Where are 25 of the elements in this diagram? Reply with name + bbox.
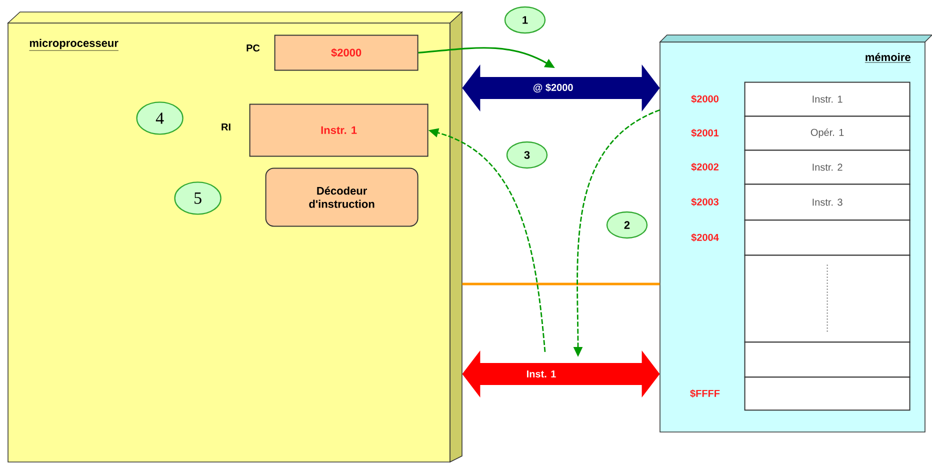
address-label: $2003 bbox=[691, 198, 719, 206]
register-label: RI bbox=[222, 124, 230, 130]
memory-cell bbox=[744, 342, 910, 378]
memory-cell: Instr. 2 bbox=[744, 150, 910, 185]
register-label: PC bbox=[246, 44, 260, 52]
address-label: $2004 bbox=[691, 233, 719, 242]
register-box: Instr. 1 bbox=[249, 104, 428, 157]
memory-cell: Opér. 1 bbox=[744, 116, 910, 151]
address-label: $FFFF bbox=[690, 389, 720, 398]
edge-label: Inst. 1 bbox=[525, 370, 558, 378]
step-number: 3 bbox=[506, 141, 548, 169]
block-heading: mémoire bbox=[864, 52, 911, 63]
address-label: $2000 bbox=[691, 94, 718, 104]
step-number: 1 bbox=[504, 6, 546, 34]
decoder-box: Décodeur d'instruction bbox=[265, 168, 418, 227]
address-label: $2001 bbox=[691, 128, 719, 138]
register-box: $2000 bbox=[274, 34, 418, 71]
step-number: 2 bbox=[606, 211, 648, 239]
step-number: 5 bbox=[174, 182, 222, 215]
address-label: $2002 bbox=[691, 162, 718, 172]
signal-line bbox=[462, 282, 660, 286]
step-number: 4 bbox=[136, 102, 184, 135]
memory-cell: Instr. 1 bbox=[744, 82, 910, 117]
block-heading: microprocesseur bbox=[29, 38, 119, 51]
memory-cell: Instr. 3 bbox=[744, 184, 910, 221]
